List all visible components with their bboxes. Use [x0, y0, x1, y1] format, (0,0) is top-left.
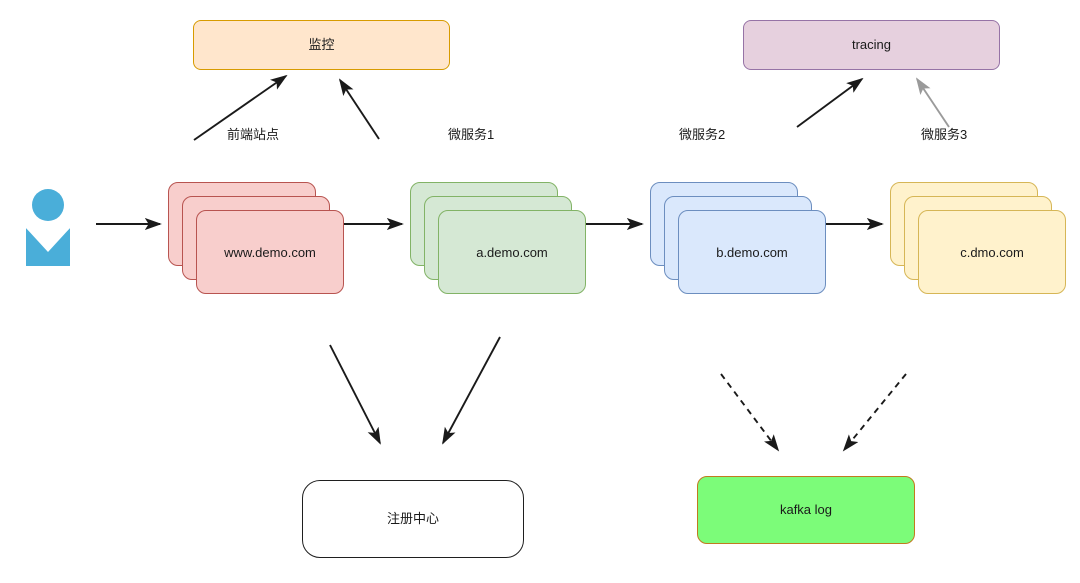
- service-label-www: www.demo.com: [224, 244, 316, 260]
- node-kafka[interactable]: kafka log: [697, 476, 915, 544]
- edge-www-to-registry: [329, 344, 381, 445]
- node-kafka-label: kafka log: [779, 502, 833, 518]
- edge-b-to-kafka: [720, 373, 780, 452]
- service-label-c: c.dmo.com: [960, 244, 1024, 260]
- node-tracing[interactable]: tracing: [743, 20, 1000, 70]
- caption-microservice-3: 微服务3: [921, 127, 968, 142]
- node-monitor[interactable]: 监控: [193, 20, 450, 70]
- service-label-a: a.demo.com: [476, 244, 548, 260]
- service-stack-www[interactable]: www.demo.com: [168, 182, 344, 294]
- edge-c-to-tracing: [915, 77, 950, 128]
- node-registry-label: 注册中心: [386, 511, 439, 527]
- caption-microservice-2: 微服务2: [679, 127, 726, 142]
- service-stack-a[interactable]: a.demo.com: [410, 182, 586, 294]
- service-stack-b[interactable]: b.demo.com: [650, 182, 826, 294]
- caption-microservice-1: 微服务1: [448, 127, 495, 142]
- node-registry[interactable]: 注册中心: [302, 480, 524, 558]
- edge-a-to-registry: [442, 336, 501, 445]
- caption-frontend-site: 前端站点: [227, 127, 280, 142]
- edge-c-to-kafka: [842, 373, 907, 452]
- service-front-card[interactable]: a.demo.com: [438, 210, 586, 294]
- node-tracing-label: tracing: [851, 37, 892, 53]
- user-icon: [26, 189, 70, 266]
- service-front-card[interactable]: www.demo.com: [196, 210, 344, 294]
- service-stack-c[interactable]: c.dmo.com: [890, 182, 1066, 294]
- edge-b-to-tracing: [796, 77, 864, 128]
- service-front-card[interactable]: b.demo.com: [678, 210, 826, 294]
- node-monitor-label: 监控: [308, 37, 335, 53]
- edge-a-to-monitor: [338, 78, 380, 140]
- user-actor: [22, 188, 78, 273]
- service-front-card[interactable]: c.dmo.com: [918, 210, 1066, 294]
- service-label-b: b.demo.com: [716, 244, 788, 260]
